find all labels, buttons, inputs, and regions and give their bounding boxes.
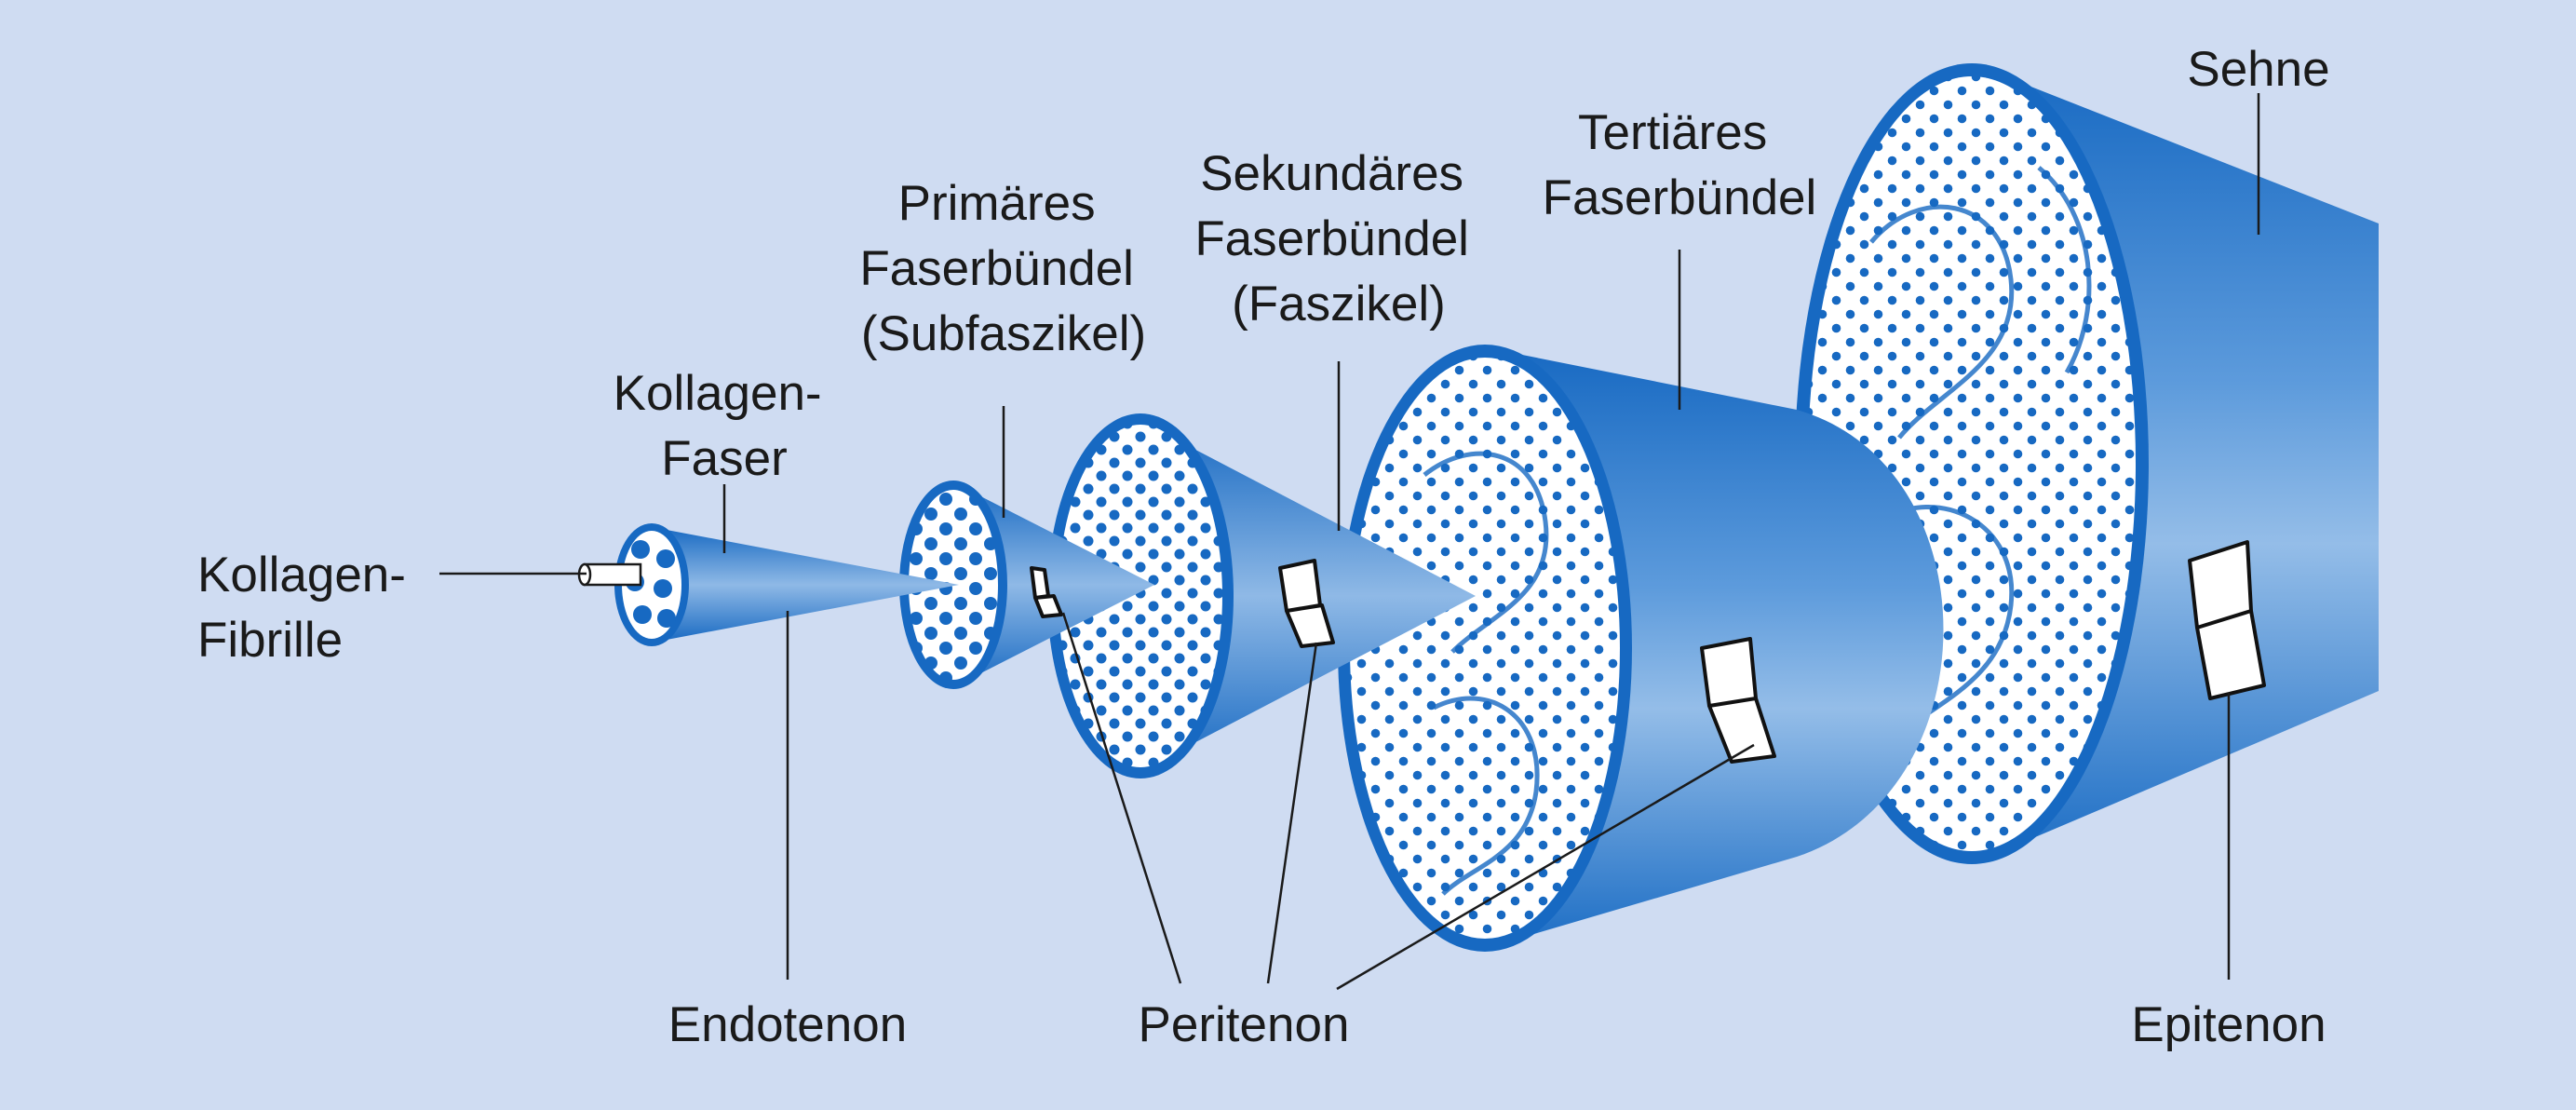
peritenon-flap-primary: [1030, 566, 1063, 618]
label-sehne: Sehne: [2187, 42, 2329, 97]
label-peritenon: Peritenon: [1139, 997, 1350, 1052]
label-epitenon: Epitenon: [2131, 997, 2326, 1052]
leader-peritenon-2: [1266, 642, 1318, 984]
label-tertiaeres-faserbuendel: Tertiäres Faserbündel: [1543, 105, 1817, 225]
tertiary-fiber-bundle: [1338, 345, 1944, 952]
label-kollagen-fibrille: Kollagen- Fibrille: [197, 548, 420, 668]
epitenon-flap: [2188, 540, 2266, 700]
label-endotenon: Endotenon: [668, 997, 907, 1052]
label-sekundaeres-faserbuendel: Sekundäres Faserbündel (Faszikel): [1194, 146, 1482, 332]
leader-peritenon-3: [1336, 743, 1755, 991]
peritenon-flap-secondary: [1278, 559, 1335, 648]
label-kollagen-faser: Kollagen- Faser: [614, 366, 836, 486]
leader-lines: [439, 93, 2260, 991]
collagen-fibril: [577, 562, 642, 587]
peritenon-flap-tertiary: [1700, 637, 1776, 764]
leader-peritenon-1: [1061, 612, 1182, 984]
collagen-fiber: [614, 523, 959, 646]
label-primaeres-faserbuendel: Primäres Faserbündel (Subfaszikel): [859, 176, 1147, 361]
